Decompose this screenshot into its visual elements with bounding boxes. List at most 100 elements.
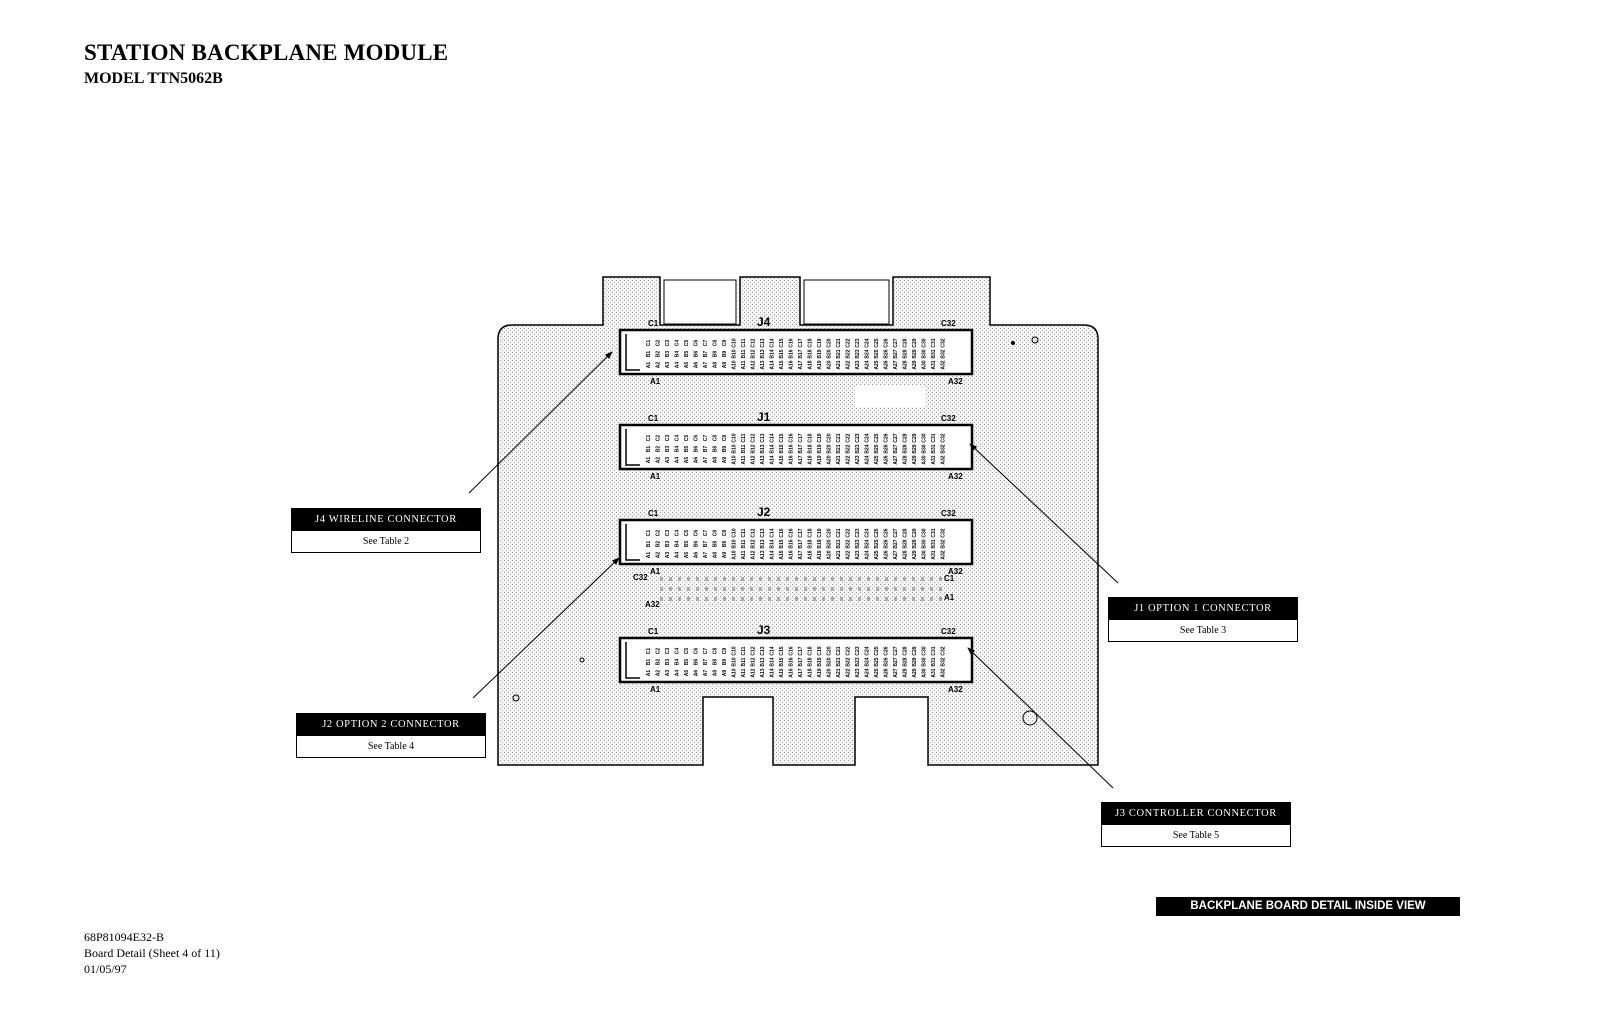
- pin-label: B18: [808, 444, 814, 453]
- pin-label: B30: [922, 349, 928, 358]
- pin-label: A11: [741, 455, 747, 464]
- pin-label: A20: [827, 668, 833, 677]
- connector-id-label: J4: [757, 315, 771, 329]
- pin-label: C16: [789, 646, 795, 655]
- pin-label-a32: A32: [948, 377, 963, 386]
- pin-label: A11: [741, 550, 747, 559]
- pin-label: C5: [684, 530, 690, 537]
- pin-label: B9: [722, 659, 728, 666]
- pin-label: C14: [770, 528, 776, 537]
- pin-label: C12: [751, 646, 757, 655]
- pin-label: B1: [646, 446, 652, 453]
- pin-label: A4: [675, 552, 681, 559]
- rear-pin: [678, 587, 681, 591]
- rear-pin: [750, 597, 753, 601]
- pin-label: B23: [855, 657, 861, 666]
- pin-label: C9: [722, 648, 728, 655]
- pin-label: A27: [893, 455, 899, 464]
- pin-label: A9: [722, 457, 728, 464]
- pin-label: A17: [798, 668, 804, 677]
- pin-label: B13: [760, 657, 766, 666]
- callout-title: J2 OPTION 2 CONNECTOR: [297, 714, 485, 736]
- pin-label: A2: [656, 457, 662, 464]
- pin-label: B26: [884, 657, 890, 666]
- pin-label: C12: [751, 338, 757, 347]
- connector-housing: [618, 636, 974, 684]
- rear-pin: [912, 597, 915, 601]
- pin-label: B30: [922, 539, 928, 548]
- document-date: 01/05/97: [84, 962, 127, 976]
- pin-label: A11: [741, 668, 747, 677]
- rear-pin: [822, 577, 825, 581]
- pin-label: B29: [912, 444, 918, 453]
- rear-pin: [714, 587, 717, 591]
- pin-label: C2: [656, 340, 662, 347]
- pin-label: A20: [827, 550, 833, 559]
- pin-label: C8: [713, 648, 719, 655]
- pin-label: A10: [732, 668, 738, 677]
- callout-j2-option2-connector: J2 OPTION 2 CONNECTOR See Table 4: [296, 713, 486, 758]
- pin-label: C27: [893, 528, 899, 537]
- pin-label: B16: [789, 444, 795, 453]
- pin-label: C31: [931, 338, 937, 347]
- pin-label-c1: C1: [648, 509, 659, 518]
- rear-pin: [660, 597, 663, 601]
- pin-label: B28: [903, 444, 909, 453]
- pin-label: B3: [665, 541, 671, 548]
- pin-label: B31: [931, 657, 937, 666]
- pin-label: C28: [903, 646, 909, 655]
- pin-label: A28: [903, 550, 909, 559]
- pin-label: A24: [865, 550, 871, 559]
- pin-label: A32: [941, 550, 947, 559]
- pin-label: A22: [846, 550, 852, 559]
- pin-label: B12: [751, 539, 757, 548]
- rear-pin: [660, 577, 663, 581]
- pin-label: C23: [855, 646, 861, 655]
- pin-label: A30: [922, 550, 928, 559]
- pin-label: C15: [779, 433, 785, 442]
- pin-label: C2: [656, 530, 662, 537]
- pin-label: C21: [836, 433, 842, 442]
- pin-label: C10: [732, 646, 738, 655]
- callout-j3-controller-connector: J3 CONTROLLER CONNECTOR See Table 5: [1101, 802, 1291, 847]
- pin-label: B10: [732, 349, 738, 358]
- pin-label: B22: [846, 444, 852, 453]
- pin-label: B19: [817, 444, 823, 453]
- pin-label: B21: [836, 349, 842, 358]
- pin-label: C5: [684, 648, 690, 655]
- rear-pin: [696, 597, 699, 601]
- document-number: 68P81094E32-B: [84, 930, 165, 944]
- rear-pin: [840, 577, 843, 581]
- pin-label: B28: [903, 657, 909, 666]
- rear-pin: [849, 577, 852, 581]
- pin-label: C16: [789, 528, 795, 537]
- pin-label: A24: [865, 455, 871, 464]
- pin-label: C2: [656, 435, 662, 442]
- pin-label: B23: [855, 539, 861, 548]
- pin-label: B23: [855, 349, 861, 358]
- rear-pin: [840, 597, 843, 601]
- pin-label: B20: [827, 539, 833, 548]
- pin-label: C17: [798, 528, 804, 537]
- pin-label: C25: [874, 646, 880, 655]
- rear-pin: [741, 597, 744, 601]
- pin-label: A18: [808, 550, 814, 559]
- pin-label: C6: [694, 435, 700, 442]
- pin-label: C32: [941, 433, 947, 442]
- pin-label-c32: C32: [941, 414, 956, 423]
- pin-label: A20: [827, 360, 833, 369]
- pin-label: C3: [665, 435, 671, 442]
- pin-label: B13: [760, 539, 766, 548]
- callout-title: J1 OPTION 1 CONNECTOR: [1109, 598, 1297, 620]
- pin-label: A31: [931, 550, 937, 559]
- pin-label: A9: [722, 552, 728, 559]
- pin-label: C12: [751, 433, 757, 442]
- pin-label: A30: [922, 455, 928, 464]
- pin-label: A14: [770, 668, 776, 677]
- pin-label: A10: [732, 550, 738, 559]
- pin-label: B15: [779, 349, 785, 358]
- pin-label: B18: [808, 657, 814, 666]
- pin-label: A31: [931, 360, 937, 369]
- pin-label: B25: [874, 444, 880, 453]
